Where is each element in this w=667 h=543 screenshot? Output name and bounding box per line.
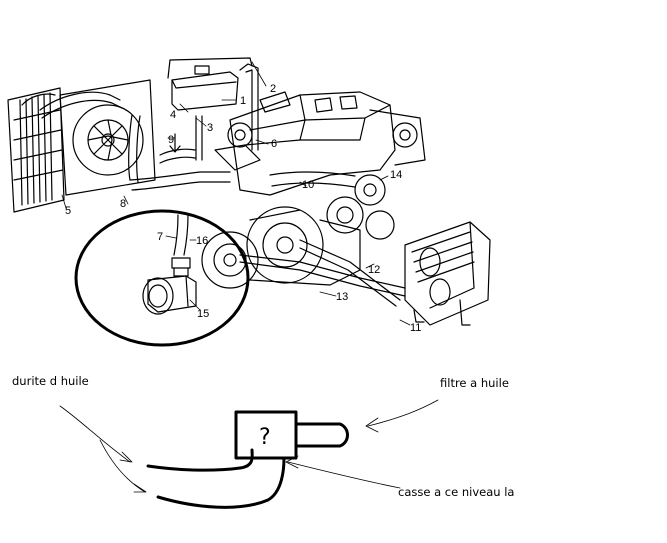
engine-block <box>214 91 426 196</box>
annotation-arrows <box>59 399 439 493</box>
upper-radiator-hose <box>39 91 121 111</box>
coolant-reservoir <box>167 57 259 151</box>
callout-5: 5 <box>65 205 71 217</box>
label-filtre: filtre a huile <box>440 376 509 390</box>
callout-6: 6 <box>271 138 277 150</box>
label-durite: durite d huile <box>12 374 89 388</box>
callout-10: 10 <box>302 179 314 191</box>
sketch-oil-pipe <box>146 410 349 509</box>
callout-numbers: 1 2 3 4 5 6 7 8 9 10 11 12 13 14 15 16 <box>65 83 421 334</box>
callout-3: 3 <box>207 122 213 134</box>
callout-16: 16 <box>196 235 208 247</box>
callout-1: 1 <box>240 95 246 107</box>
highlight-circle <box>74 209 250 347</box>
question-mark: ? <box>259 425 271 450</box>
callout-2: 2 <box>270 83 276 95</box>
hose-8 <box>129 171 231 181</box>
hose-13 <box>299 239 401 301</box>
label-casse: casse a ce niveau la <box>398 485 515 499</box>
callout-14: 14 <box>390 169 402 181</box>
callout-9: 9 <box>168 134 174 146</box>
radiator-fan <box>59 79 156 196</box>
callout-4: 4 <box>170 109 176 121</box>
radiator <box>7 87 65 213</box>
callout-8: 8 <box>120 198 126 210</box>
oil-filter-detail <box>142 214 197 315</box>
hose-10 <box>269 171 356 177</box>
alternator <box>326 174 395 240</box>
hose-12 <box>239 254 406 289</box>
crank-pulley <box>201 206 361 289</box>
callout-13: 13 <box>336 291 348 303</box>
oil-cooler <box>404 221 491 326</box>
callout-15: 15 <box>197 308 209 320</box>
callout-leaders <box>61 61 411 326</box>
callout-11: 11 <box>410 322 421 334</box>
hose-9 <box>159 148 196 156</box>
callout-12: 12 <box>368 264 380 276</box>
callout-7: 7 <box>157 231 163 243</box>
